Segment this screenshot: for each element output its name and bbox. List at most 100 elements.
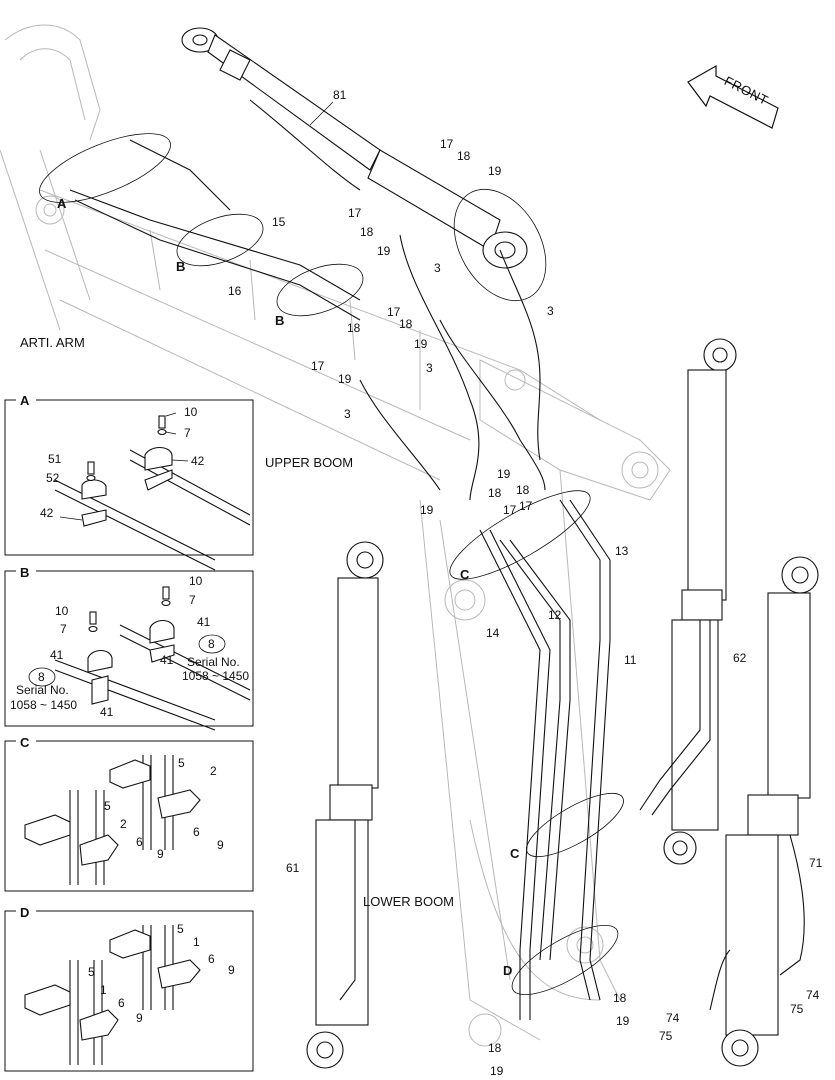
part-label-19: 19 <box>338 372 352 386</box>
part-label-15: 15 <box>272 215 286 229</box>
part-label-18: 18 <box>360 225 374 239</box>
svg-text:9: 9 <box>228 963 235 977</box>
svg-text:6: 6 <box>208 952 215 966</box>
boom-cylinder-71 <box>709 556 819 1067</box>
svg-text:42: 42 <box>191 454 205 468</box>
part-label-74: 74 <box>806 988 820 1002</box>
svg-text:7: 7 <box>184 426 191 440</box>
part-label-19: 19 <box>616 1014 630 1028</box>
boom-cylinder-62 <box>639 338 737 865</box>
front-arrow: FRONT <box>687 64 779 129</box>
part-label-17: 17 <box>519 499 533 513</box>
svg-text:Serial No.: Serial No. <box>187 655 240 669</box>
part-label-18: 18 <box>457 149 471 163</box>
part-label-19: 19 <box>490 1064 504 1078</box>
part-label-13: 13 <box>615 544 629 558</box>
part-label-18: 18 <box>347 321 361 335</box>
svg-text:52: 52 <box>46 471 60 485</box>
svg-text:5: 5 <box>88 965 95 979</box>
arm-cylinder-81 <box>181 27 528 269</box>
part-label-71: 71 <box>809 856 823 870</box>
part-label-19: 19 <box>497 467 511 481</box>
svg-text:10: 10 <box>184 405 198 419</box>
part-label-74: 74 <box>666 1011 680 1025</box>
part-label-18: 18 <box>399 317 413 331</box>
area-labels: A B B C C D ARTI. ARM UPPER BOOM LOWER B… <box>20 196 520 978</box>
svg-text:41: 41 <box>197 615 211 629</box>
svg-text:D: D <box>20 905 29 920</box>
svg-text:7: 7 <box>60 622 67 636</box>
svg-text:9: 9 <box>136 1011 143 1025</box>
detail-box-a: A 10 7 51 52 42 42 <box>4 393 254 571</box>
callout-letter-d: D <box>503 963 512 978</box>
svg-text:A: A <box>20 393 30 408</box>
boom-cylinder-61 <box>306 541 384 1069</box>
svg-text:8: 8 <box>208 637 215 651</box>
part-label-75: 75 <box>790 1002 804 1016</box>
svg-text:10: 10 <box>189 574 203 588</box>
part-label-16: 16 <box>228 284 242 298</box>
label-lower-boom: LOWER BOOM <box>363 894 454 909</box>
svg-text:10: 10 <box>55 604 69 618</box>
part-label-17: 17 <box>348 206 362 220</box>
part-label-19: 19 <box>420 503 434 517</box>
svg-text:5: 5 <box>104 799 111 813</box>
part-label-18: 18 <box>613 991 627 1005</box>
svg-text:6: 6 <box>136 835 143 849</box>
part-label-17: 17 <box>387 305 401 319</box>
part-label-19: 19 <box>377 244 391 258</box>
svg-text:9: 9 <box>217 838 224 852</box>
main-part-labels: 81 17 18 19 17 18 19 15 16 3 3 17 18 19 … <box>228 88 823 1078</box>
svg-text:5: 5 <box>177 922 184 936</box>
callout-letter-b: B <box>176 259 185 274</box>
svg-text:C: C <box>20 735 30 750</box>
label-upper-boom: UPPER BOOM <box>265 455 353 470</box>
svg-text:9: 9 <box>157 847 164 861</box>
svg-text:1: 1 <box>100 983 107 997</box>
svg-text:Serial No.: Serial No. <box>16 683 69 697</box>
svg-text:1: 1 <box>193 935 200 949</box>
svg-text:2: 2 <box>120 817 127 831</box>
part-label-17: 17 <box>503 503 517 517</box>
part-label-12: 12 <box>548 608 562 622</box>
part-label-3: 3 <box>426 361 433 375</box>
part-label-3: 3 <box>344 407 351 421</box>
callout-letter-a: A <box>57 196 67 211</box>
part-label-61: 61 <box>286 861 300 875</box>
part-label-19: 19 <box>488 164 502 178</box>
part-label-17: 17 <box>311 359 325 373</box>
part-label-18: 18 <box>488 1041 502 1055</box>
svg-text:6: 6 <box>118 996 125 1010</box>
svg-text:1058 ~ 1450: 1058 ~ 1450 <box>10 698 77 712</box>
svg-text:8: 8 <box>38 670 45 684</box>
part-label-11: 11 <box>624 653 637 667</box>
svg-text:7: 7 <box>189 593 196 607</box>
part-label-19: 19 <box>414 337 428 351</box>
callout-ellipses <box>39 133 624 996</box>
svg-text:41: 41 <box>160 653 174 667</box>
callout-letter-c: C <box>510 846 520 861</box>
detail-box-c: C 5 2 6 9 5 2 6 9 <box>4 734 254 892</box>
part-label-81: 81 <box>333 88 347 102</box>
part-label-3: 3 <box>547 304 554 318</box>
svg-text:B: B <box>20 565 29 580</box>
svg-text:51: 51 <box>48 452 62 466</box>
svg-text:6: 6 <box>193 825 200 839</box>
part-label-75: 75 <box>659 1029 673 1043</box>
part-label-17: 17 <box>440 137 454 151</box>
label-arti-arm: ARTI. ARM <box>20 335 85 350</box>
part-label-14: 14 <box>486 626 500 640</box>
part-label-18: 18 <box>488 486 502 500</box>
svg-text:41: 41 <box>100 705 114 719</box>
callout-letter-b: B <box>275 313 284 328</box>
svg-text:5: 5 <box>178 756 185 770</box>
part-label-62: 62 <box>733 651 747 665</box>
svg-text:41: 41 <box>50 648 64 662</box>
detail-box-b: B 10 7 41 10 7 41 41 8 Serial No. 1058 ~… <box>4 564 254 731</box>
svg-text:42: 42 <box>40 506 54 520</box>
hoses-and-pipes <box>69 139 611 1020</box>
svg-text:1058 ~ 1450: 1058 ~ 1450 <box>182 669 249 683</box>
svg-text:2: 2 <box>210 764 217 778</box>
part-label-18: 18 <box>516 483 530 497</box>
